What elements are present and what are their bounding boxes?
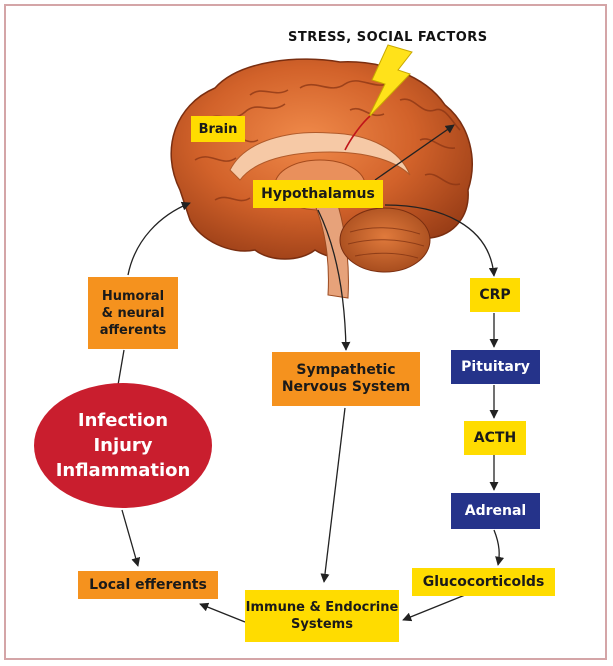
oval-line-3: Inflammation [56,458,191,483]
pituitary-label: Pituitary [451,350,540,384]
arrow-humoral-to-brain [128,203,190,275]
oval-line-2: Injury [93,433,152,458]
brain-illustration [171,59,472,298]
arrow-oval-to-local-efferents [122,510,138,566]
line-oval-to-humoral [118,350,124,385]
crp-label: CRP [470,278,520,312]
stress-factors-label: STRESS, SOCIAL FACTORS [288,30,488,45]
arrow-immune-to-local-efferents [200,604,245,622]
immune-line-2: Systems [291,616,353,633]
hypothalamus-label: Hypothalamus [253,180,383,208]
sympathetic-line-2: Nervous System [282,379,410,396]
humoral-neural-afferents-label: Humoral & neural afferents [88,277,178,349]
local-efferents-label: Local efferents [78,571,218,599]
sympathetic-nervous-system-label: Sympathetic Nervous System [272,352,420,406]
arrow-glucocorticoids-to-immune [403,593,470,620]
oval-line-1: Infection [78,408,168,433]
infection-injury-inflammation-oval: Infection Injury Inflammation [34,383,212,508]
arrow-adrenal-to-glucocorticoids [494,530,499,565]
glucocorticoids-label: Glucocorticolds [412,568,555,596]
acth-label: ACTH [464,421,526,455]
adrenal-label: Adrenal [451,493,540,529]
humoral-line-2: & neural [102,305,165,322]
humoral-line-1: Humoral [102,288,164,305]
arrow-sympathetic-to-immune [324,408,345,582]
immune-endocrine-systems-label: Immune & Endocrine Systems [245,590,399,642]
immune-line-1: Immune & Endocrine [246,599,399,616]
brain-label: Brain [191,116,245,142]
humoral-line-3: afferents [100,322,167,339]
sympathetic-line-1: Sympathetic [296,362,395,379]
